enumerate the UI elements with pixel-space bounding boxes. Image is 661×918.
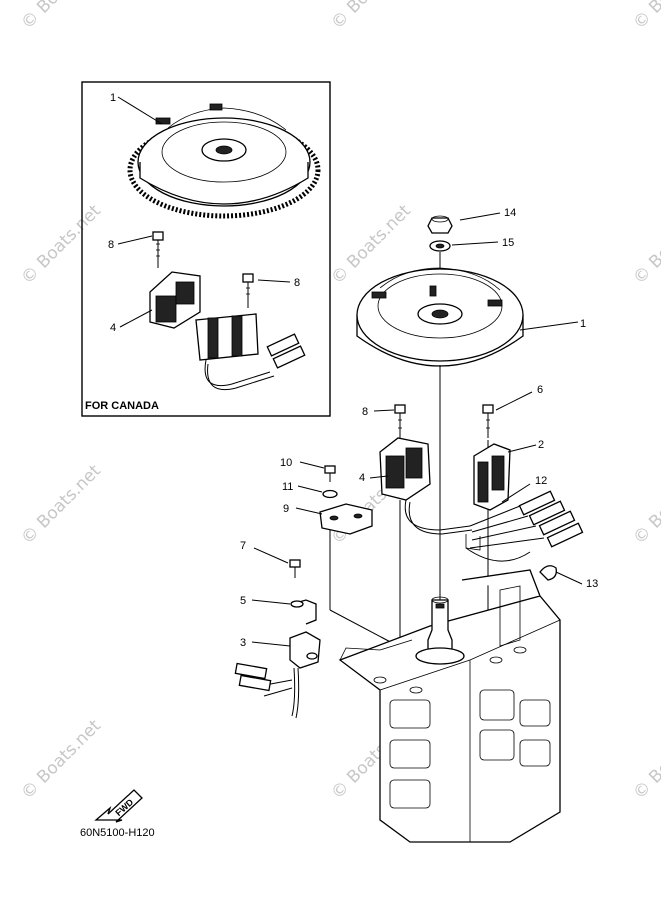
inset-coil-part (149, 271, 306, 390)
callout-plug-13: 13 (586, 578, 598, 590)
watermark: © Boats.net (17, 201, 105, 289)
bolt-8-part (394, 404, 406, 440)
inset-bolt-right-part (242, 273, 254, 308)
callout-pulser-coil: 2 (538, 439, 544, 451)
callout-inset-bolt-right: 8 (294, 277, 300, 289)
callout-charge-coil: 4 (359, 472, 365, 484)
callout-flywheel: 1 (580, 318, 586, 330)
callout-washer-11: 11 (282, 481, 293, 493)
watermark: © Boats.net (629, 0, 661, 34)
watermark: © Boats.net (17, 461, 105, 549)
watermark: © Boats.net (629, 461, 661, 549)
callout-inset-flywheel: 1 (110, 92, 116, 104)
callout-inset-coil: 4 (110, 322, 116, 334)
callout-lead-12: 12 (535, 475, 547, 487)
callout-screw-10: 10 (280, 457, 292, 469)
watermark: © Boats.net (629, 201, 661, 289)
screw-10-part (324, 465, 336, 482)
callout-bolt-8: 8 (362, 406, 368, 418)
callout-rectifier-3: 3 (240, 637, 246, 649)
rectifier-3-part (234, 631, 321, 719)
callout-nut: 14 (504, 207, 516, 219)
callout-washer: 15 (502, 237, 514, 249)
watermark: © Boats.net (327, 0, 415, 34)
lead-wires-part (465, 490, 584, 562)
flywheel-part (356, 267, 524, 367)
callout-holder-9: 9 (283, 503, 289, 515)
bolt-6-part (482, 404, 494, 438)
callout-screw-7: 7 (240, 540, 246, 552)
clamp-5-part (290, 599, 317, 625)
figure-code: 60N5100-H120 (80, 827, 155, 839)
plug-13-part (539, 565, 557, 581)
watermark: © Boats.net (17, 0, 105, 34)
callout-clamp-5: 5 (240, 595, 246, 607)
power-head-part (338, 569, 561, 843)
watermark: © Boats.net (17, 716, 105, 804)
inset-frame (81, 81, 331, 417)
charge-coil-part (379, 437, 473, 535)
nut-part (427, 215, 453, 234)
inset-caption: FOR CANADA (85, 400, 159, 412)
callout-bolt-6: 6 (537, 384, 543, 396)
washer-part (429, 240, 451, 252)
inset-bolt-top-part (152, 231, 164, 268)
pulser-coil-part (473, 443, 511, 511)
inset-for-canada: FOR CANADA 1 8 8 4 (81, 81, 331, 417)
callout-inset-bolt-top: 8 (108, 239, 114, 251)
watermark: © Boats.net (629, 716, 661, 804)
fwd-arrow-icon: FWD (94, 789, 143, 823)
washer-11-part (322, 489, 338, 499)
holder-9-part (319, 503, 373, 535)
inset-flywheel-part (127, 103, 321, 219)
screw-7-part (289, 559, 301, 578)
